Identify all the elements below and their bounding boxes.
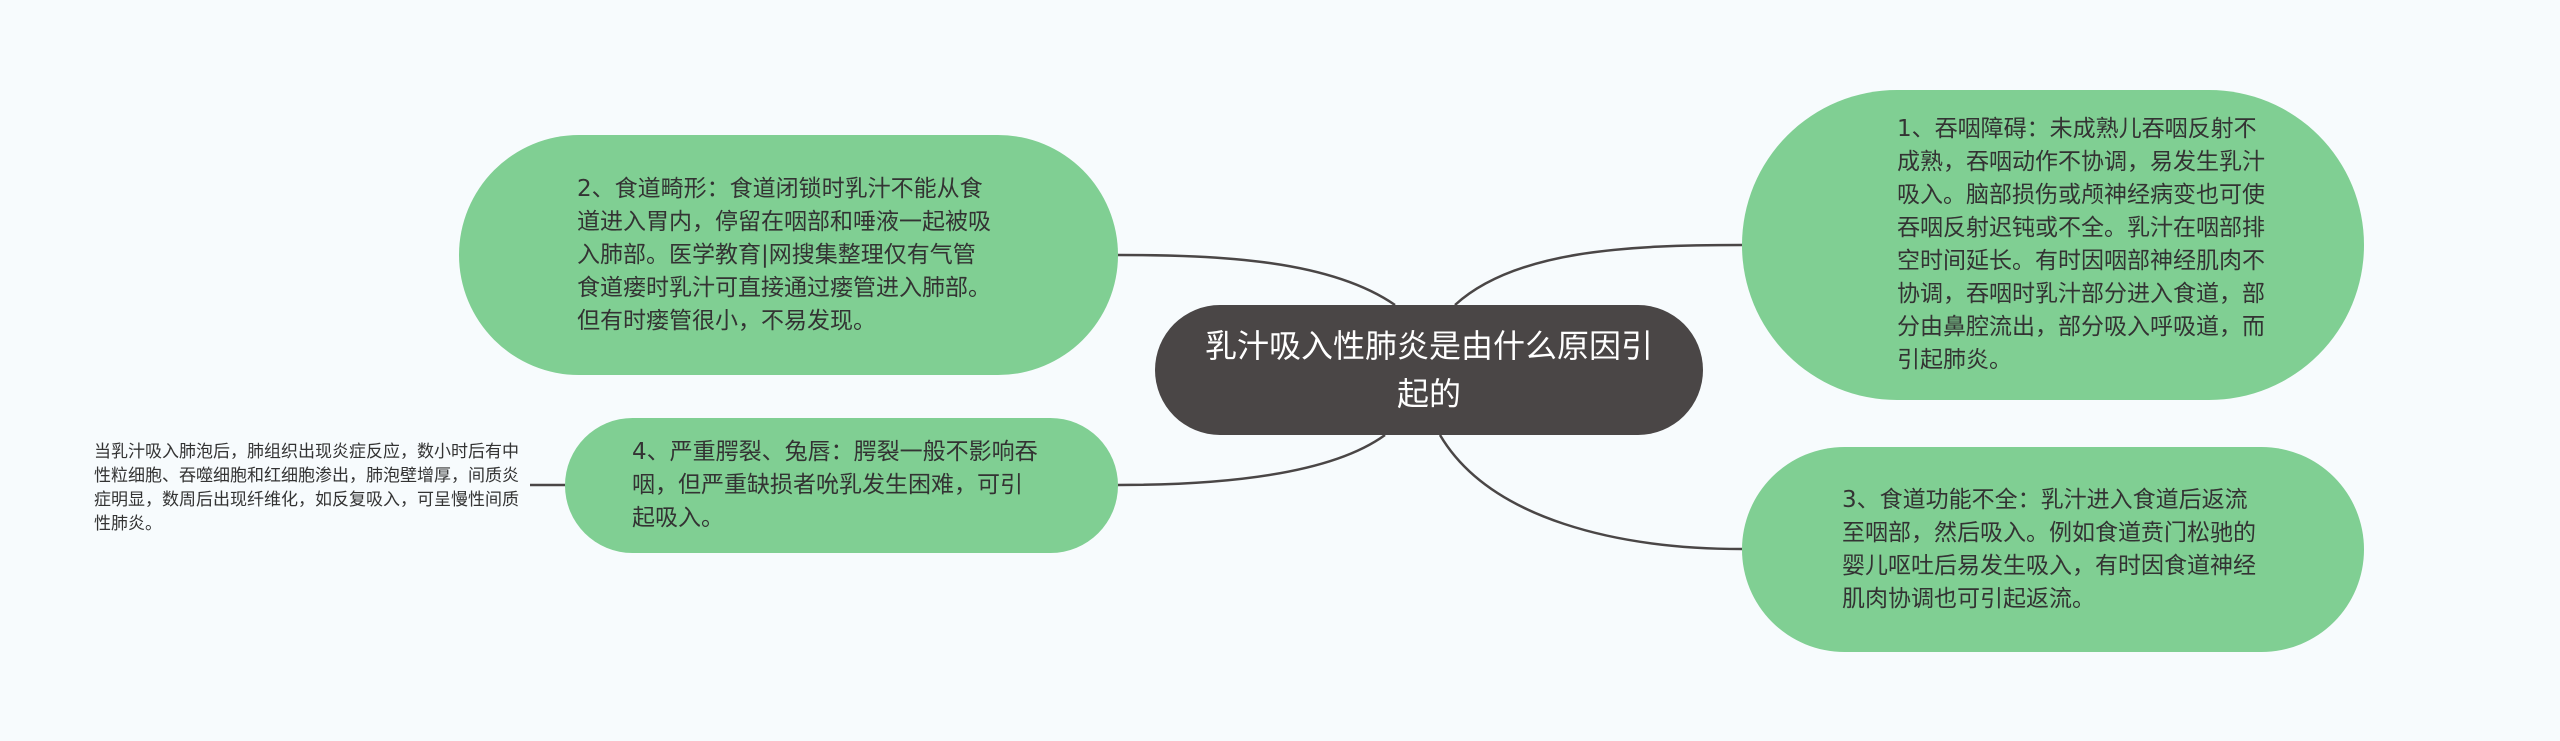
branch-dysphagia[interactable]: 1、吞咽障碍：未成熟儿吞咽反射不成熟，吞咽动作不协调，易发生乳汁吸入。脑部损伤或… bbox=[1742, 90, 2364, 400]
branch-cleft-palate[interactable]: 4、严重腭裂、兔唇：腭裂一般不影响吞咽，但严重缺损者吮乳发生困难，可引起吸入。 bbox=[565, 418, 1118, 553]
leaf-pathology-note-text: 当乳汁吸入肺泡后，肺组织出现炎症反应，数小时后有中性粒细胞、吞噬细胞和红细胞渗出… bbox=[94, 442, 519, 534]
connector-root-branch-1 bbox=[1454, 243, 1743, 306]
leaf-pathology-note[interactable]: 当乳汁吸入肺泡后，肺组织出现炎症反应，数小时后有中性粒细胞、吞噬细胞和红细胞渗出… bbox=[94, 431, 527, 545]
branch-esophageal-malformation-text: 2、食道畸形：食道闭锁时乳汁不能从食道进入胃内，停留在咽部和唾液一起被吸入肺部。… bbox=[577, 175, 991, 334]
branch-esophageal-malformation[interactable]: 2、食道畸形：食道闭锁时乳汁不能从食道进入胃内，停留在咽部和唾液一起被吸入肺部。… bbox=[459, 135, 1118, 375]
connector-root-branch-4 bbox=[1117, 433, 1386, 487]
branch-esophageal-insufficiency[interactable]: 3、食道功能不全：乳汁进入食道后返流至咽部，然后吸入。例如食道贲门松驰的婴儿呕吐… bbox=[1742, 447, 2364, 652]
branch-cleft-palate-text: 4、严重腭裂、兔唇：腭裂一般不影响吞咽，但严重缺损者吮乳发生困难，可引起吸入。 bbox=[632, 439, 1038, 531]
root-topic-text: 乳汁吸入性肺炎是由什么原因引起的 bbox=[1204, 327, 1653, 413]
branch-dysphagia-text: 1、吞咽障碍：未成熟儿吞咽反射不成熟，吞咽动作不协调，易发生乳汁吸入。脑部损伤或… bbox=[1897, 116, 2265, 373]
root-topic[interactable]: 乳汁吸入性肺炎是由什么原因引起的 bbox=[1155, 305, 1703, 435]
connector-root-branch-3 bbox=[1438, 434, 1743, 551]
branch-esophageal-insufficiency-text: 3、食道功能不全：乳汁进入食道后返流至咽部，然后吸入。例如食道贲门松驰的婴儿呕吐… bbox=[1842, 486, 2256, 612]
connector-root-branch-2 bbox=[1117, 253, 1396, 307]
